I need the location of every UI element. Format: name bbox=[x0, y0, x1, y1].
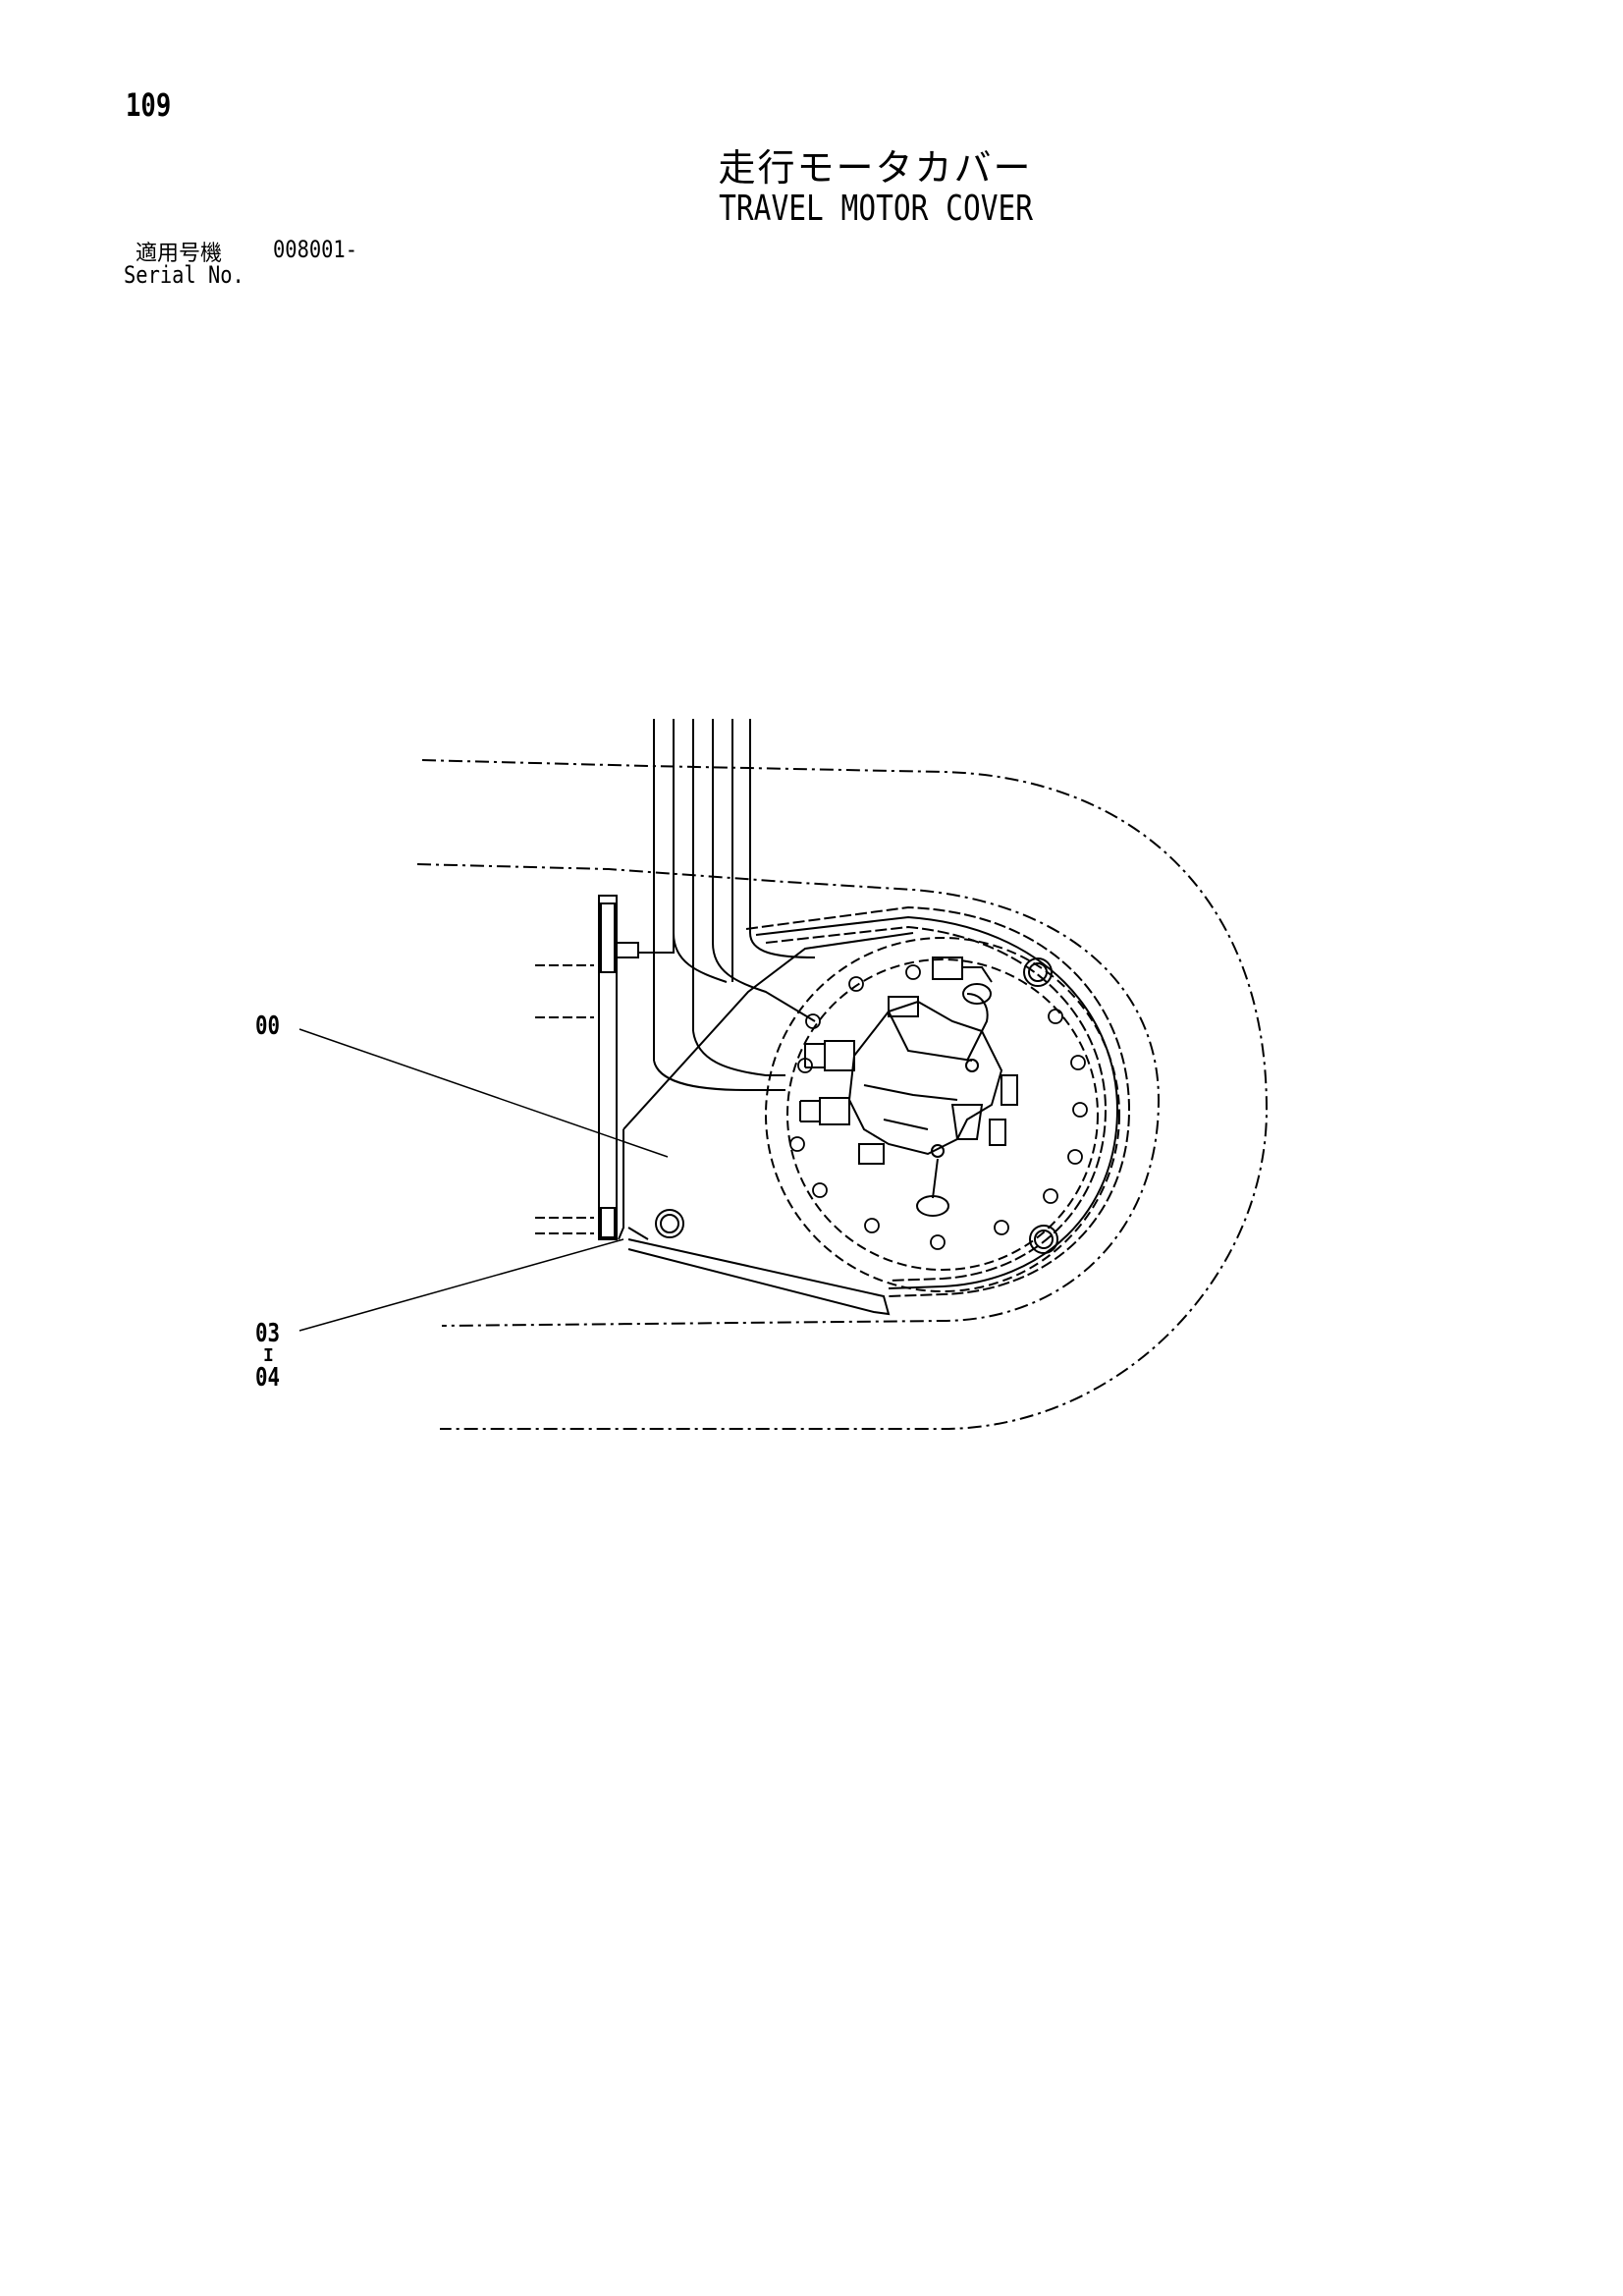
side-bracket bbox=[535, 895, 639, 1240]
callout-part-04: 04 bbox=[255, 1363, 281, 1393]
serial-label-english: Serial No. bbox=[124, 261, 244, 289]
serial-label-japanese: 適用号機 bbox=[135, 242, 223, 266]
page-number: 109 bbox=[126, 86, 172, 124]
sprocket-guard bbox=[745, 905, 1131, 1297]
flange-bolts bbox=[789, 964, 1088, 1250]
hydraulic-pipes bbox=[638, 719, 816, 1091]
callout-part-03: 03 bbox=[255, 1319, 281, 1348]
callout-range-separator: I bbox=[263, 1345, 274, 1366]
leader-lines bbox=[298, 1028, 669, 1332]
callout-part-00: 00 bbox=[255, 1011, 281, 1041]
serial-value: 008001- bbox=[273, 236, 357, 263]
page-title-english: TRAVEL MOTOR COVER bbox=[719, 189, 1034, 229]
motor-flange bbox=[765, 937, 1120, 1292]
track-outline bbox=[416, 759, 1269, 1430]
valve-block bbox=[799, 957, 1018, 1217]
cover-bolts bbox=[655, 957, 1058, 1254]
page-title-japanese: 走行モータカバー bbox=[718, 146, 1033, 190]
cover-plate bbox=[618, 932, 914, 1316]
